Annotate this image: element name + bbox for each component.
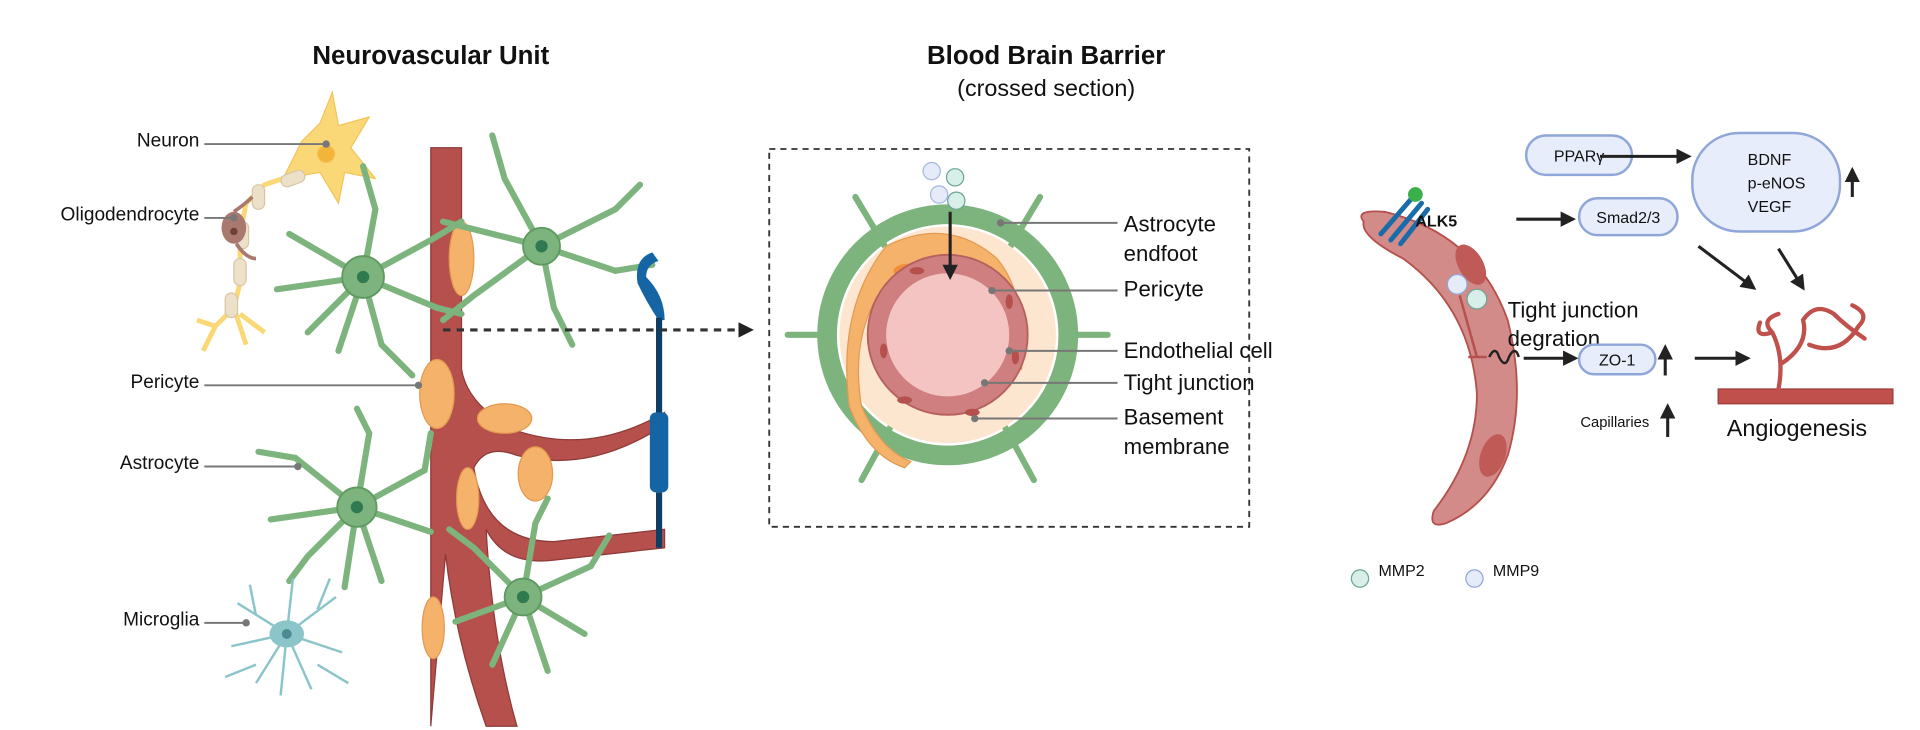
smad-node: Smad2/3: [1577, 197, 1679, 237]
neuron: [196, 90, 377, 352]
mmp2-icon: [1350, 569, 1370, 588]
growth-factors-node: BDNF p-eNOS VEGF: [1691, 131, 1842, 233]
endothelial-cell: [1360, 210, 1518, 526]
label-astrocyte-endfoot: Astrocyte: [1124, 211, 1216, 236]
label-endothelial-cell: Endothelial cell: [1124, 338, 1273, 363]
label-pericyte: Pericyte: [131, 372, 200, 393]
legend: MMP2 MMP9: [1350, 563, 1539, 588]
nvu-illustration: [196, 90, 669, 727]
factor-vegf: VEGF: [1748, 199, 1792, 216]
label-basement-membrane: Basement: [1124, 405, 1224, 430]
nvu-labels: Neuron Oligodendrocyte Pericyte Astrocyt…: [61, 131, 423, 630]
tight-junction-icon: [1488, 349, 1520, 365]
label-astrocyte: Astrocyte: [120, 453, 199, 474]
astrocytes: [255, 132, 656, 674]
tj-degradation-label: Tight junction: [1508, 298, 1639, 323]
bbb-subtitle: (crossed section): [957, 75, 1135, 101]
astrocyte-endfeet: [817, 204, 1079, 466]
label-oligodendrocyte: Oligodendrocyte: [61, 204, 200, 225]
bbb-title: Blood Brain Barrier: [927, 42, 1165, 70]
alk5-label: ALK5: [1415, 214, 1457, 231]
oligodendrocyte: [221, 195, 257, 261]
label-astrocyte-endfoot-2: endfoot: [1124, 241, 1198, 266]
bbb-labels: Astrocyte endfoot Pericyte Endothelial c…: [971, 211, 1273, 459]
angiogenesis-icon: [1717, 303, 1894, 405]
legend-mmp2: MMP2: [1378, 563, 1424, 580]
nvu-title: Neurovascular Unit: [312, 42, 549, 70]
zo1-node: ZO-1: [1577, 343, 1657, 376]
angiogenesis-label: Angiogenesis: [1727, 415, 1867, 441]
microglia: [224, 578, 349, 696]
bbb-cross-section: [784, 161, 1111, 484]
label-basement-membrane-2: membrane: [1124, 434, 1230, 459]
label-microglia: Microglia: [123, 609, 200, 630]
blood-vessel: [430, 147, 666, 727]
pericytes: [419, 221, 554, 660]
alk5-receptor-icon: [1378, 187, 1431, 247]
lumen: [886, 273, 1010, 397]
factor-bdnf: BDNF: [1748, 152, 1792, 169]
factor-p-enos: p-eNOS: [1748, 175, 1806, 192]
label-tight-junction: Tight junction: [1124, 370, 1255, 395]
imaging-probe: [636, 252, 669, 548]
mmp9-icon: [1465, 569, 1484, 588]
label-neuron: Neuron: [137, 131, 200, 152]
label-bbb-pericyte: Pericyte: [1124, 277, 1204, 302]
bbb-section-box: [768, 148, 1251, 528]
legend-mmp9: MMP9: [1493, 563, 1539, 580]
ppar-label: PPARγ: [1554, 148, 1604, 165]
capillaries-label: Capillaries: [1580, 415, 1649, 431]
zo1-label: ZO-1: [1599, 353, 1636, 370]
smad-label: Smad2/3: [1596, 210, 1660, 227]
pathway: ALK5 Smad2/3 PPARγ BDNF p-eNOS VEGF Tigh…: [1360, 131, 1894, 526]
